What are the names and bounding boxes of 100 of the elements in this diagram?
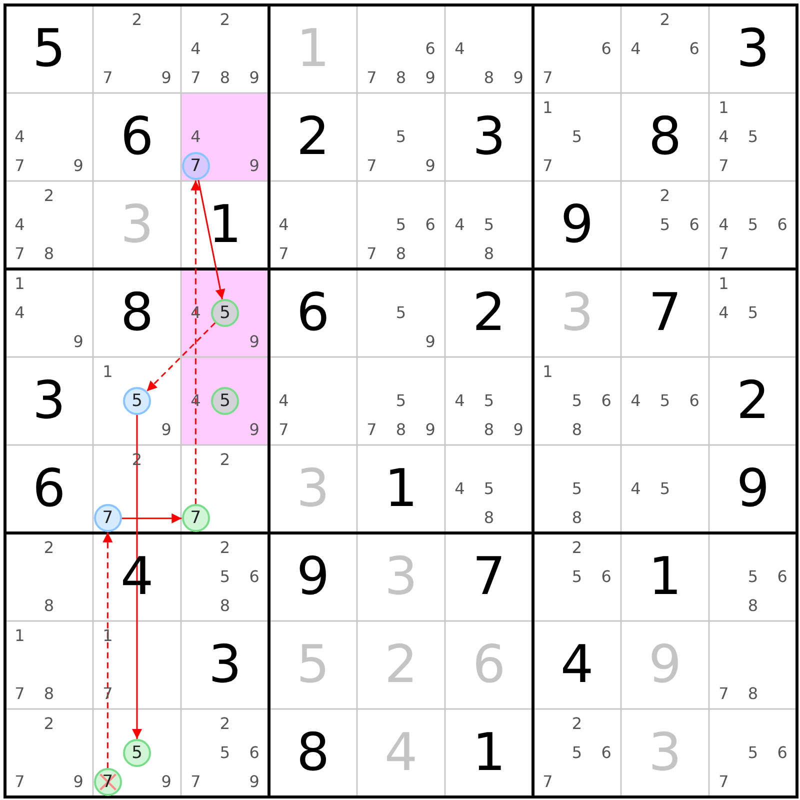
candidate-digit: 4 — [718, 217, 729, 233]
candidate-digit: 5 — [660, 481, 670, 497]
candidate-digit: 9 — [513, 422, 524, 438]
given-digit: 6 — [296, 287, 330, 339]
candidate-digit: 4 — [630, 41, 641, 57]
candidate-digit: 7 — [542, 158, 553, 174]
solved-digit: 9 — [648, 639, 682, 691]
link-arrow — [122, 513, 182, 524]
candidate-digit: 8 — [396, 422, 406, 438]
candidate-digit: 9 — [161, 70, 172, 86]
given-digit: 3 — [472, 111, 506, 163]
candidate-digit: 5 — [748, 305, 758, 321]
candidate-digit: 9 — [73, 774, 84, 790]
candidate-digit: 4 — [454, 481, 465, 497]
candidate-digit: 9 — [425, 334, 436, 350]
candidate-digit: 6 — [249, 745, 260, 761]
given-digit: 9 — [296, 551, 330, 603]
candidate-digit: 4 — [454, 393, 465, 409]
candidate-digit: 7 — [278, 422, 289, 438]
candidate-digit: 2 — [220, 452, 230, 468]
given-digit: 1 — [648, 551, 682, 603]
candidate-digit: 6 — [425, 41, 436, 57]
candidate-digit: 8 — [396, 246, 406, 262]
given-digit: 2 — [736, 375, 770, 427]
candidate-digit: 6 — [425, 217, 436, 233]
candidate-digit: 8 — [484, 510, 494, 526]
candidate-digit: 8 — [748, 598, 758, 614]
candidate-digit: 7 — [366, 158, 377, 174]
candidate-digit: 6 — [601, 569, 612, 585]
candidate-digit: 4 — [718, 129, 729, 145]
candidate-digit: 7 — [718, 246, 729, 262]
solved-digit: 5 — [296, 639, 330, 691]
link-arrow — [132, 415, 142, 739]
candidate-digit: 5 — [572, 129, 582, 145]
candidate-digit: 7 — [14, 774, 25, 790]
candidate-digit: 6 — [777, 569, 788, 585]
candidate-digit: 4 — [14, 129, 25, 145]
candidate-digit: 4 — [630, 393, 641, 409]
candidate-digit: 5 — [660, 217, 670, 233]
given-digit: 8 — [296, 727, 330, 779]
candidate-digit: 7 — [366, 246, 377, 262]
candidate-digit: 1 — [102, 628, 113, 644]
candidate-digit: 9 — [249, 158, 260, 174]
candidate-digit: 5 — [748, 569, 758, 585]
candidate-digit: 4 — [14, 305, 25, 321]
candidate-digit: 6 — [777, 217, 788, 233]
candidate-digit: 2 — [220, 716, 230, 732]
candidate-digit: 4 — [190, 393, 201, 409]
candidate-digit: 5 — [572, 569, 582, 585]
given-digit: 1 — [208, 199, 242, 251]
candidate-digit: 7 — [14, 246, 25, 262]
solved-digit: 1 — [296, 23, 330, 75]
candidate-digit: 4 — [190, 41, 201, 57]
candidate-digit: 5 — [572, 393, 582, 409]
candidate-digit: 6 — [601, 41, 612, 57]
given-digit: 7 — [472, 551, 506, 603]
solved-digit: 6 — [472, 639, 506, 691]
solved-digit: 2 — [384, 639, 418, 691]
candidate-digit: 9 — [425, 422, 436, 438]
candidate-digit: 1 — [542, 100, 553, 116]
candidate-digit: 7 — [102, 686, 113, 702]
candidate-digit: 9 — [425, 158, 436, 174]
candidate-digit: 6 — [689, 393, 700, 409]
candidate-digit: 9 — [73, 334, 84, 350]
given-digit: 4 — [560, 639, 594, 691]
candidate-digit: 1 — [14, 628, 25, 644]
solved-digit: 3 — [560, 287, 594, 339]
candidate-digit: 5 — [748, 217, 758, 233]
candidate-digit: 4 — [190, 129, 201, 145]
candidate-digit: 6 — [689, 41, 700, 57]
sudoku-cell — [181, 93, 269, 181]
candidate-digit: 2 — [44, 716, 54, 732]
candidate-digit: 4 — [278, 393, 289, 409]
candidate-digit: 7 — [542, 774, 553, 790]
given-digit: 3 — [208, 639, 242, 691]
solved-digit: 3 — [120, 199, 154, 251]
candidate-digit: 8 — [44, 686, 54, 702]
candidate-digit: 4 — [14, 217, 25, 233]
candidate-digit: 4 — [454, 217, 465, 233]
given-digit: 2 — [472, 287, 506, 339]
candidate-digit: 5 — [748, 129, 758, 145]
candidate-digit: 7 — [190, 70, 201, 86]
candidate-digit: 2 — [572, 716, 582, 732]
candidate-digit: 8 — [484, 422, 494, 438]
candidate-digit: 7 — [366, 422, 377, 438]
candidate-digit: 9 — [161, 422, 172, 438]
link-arrow — [198, 180, 226, 300]
solved-digit: 3 — [384, 551, 418, 603]
candidate-digit: 6 — [689, 217, 700, 233]
candidate-digit: 5 — [484, 481, 494, 497]
candidate-digit: 6 — [601, 745, 612, 761]
candidate-digit: 5 — [572, 481, 582, 497]
candidate-digit: 8 — [484, 70, 494, 86]
solved-digit: 4 — [384, 727, 418, 779]
given-digit: 5 — [32, 23, 66, 75]
given-digit: 9 — [560, 199, 594, 251]
candidate-digit: 9 — [249, 422, 260, 438]
given-digit: 8 — [120, 287, 154, 339]
candidate-digit: 7 — [718, 158, 729, 174]
candidate-digit: 4 — [718, 305, 729, 321]
